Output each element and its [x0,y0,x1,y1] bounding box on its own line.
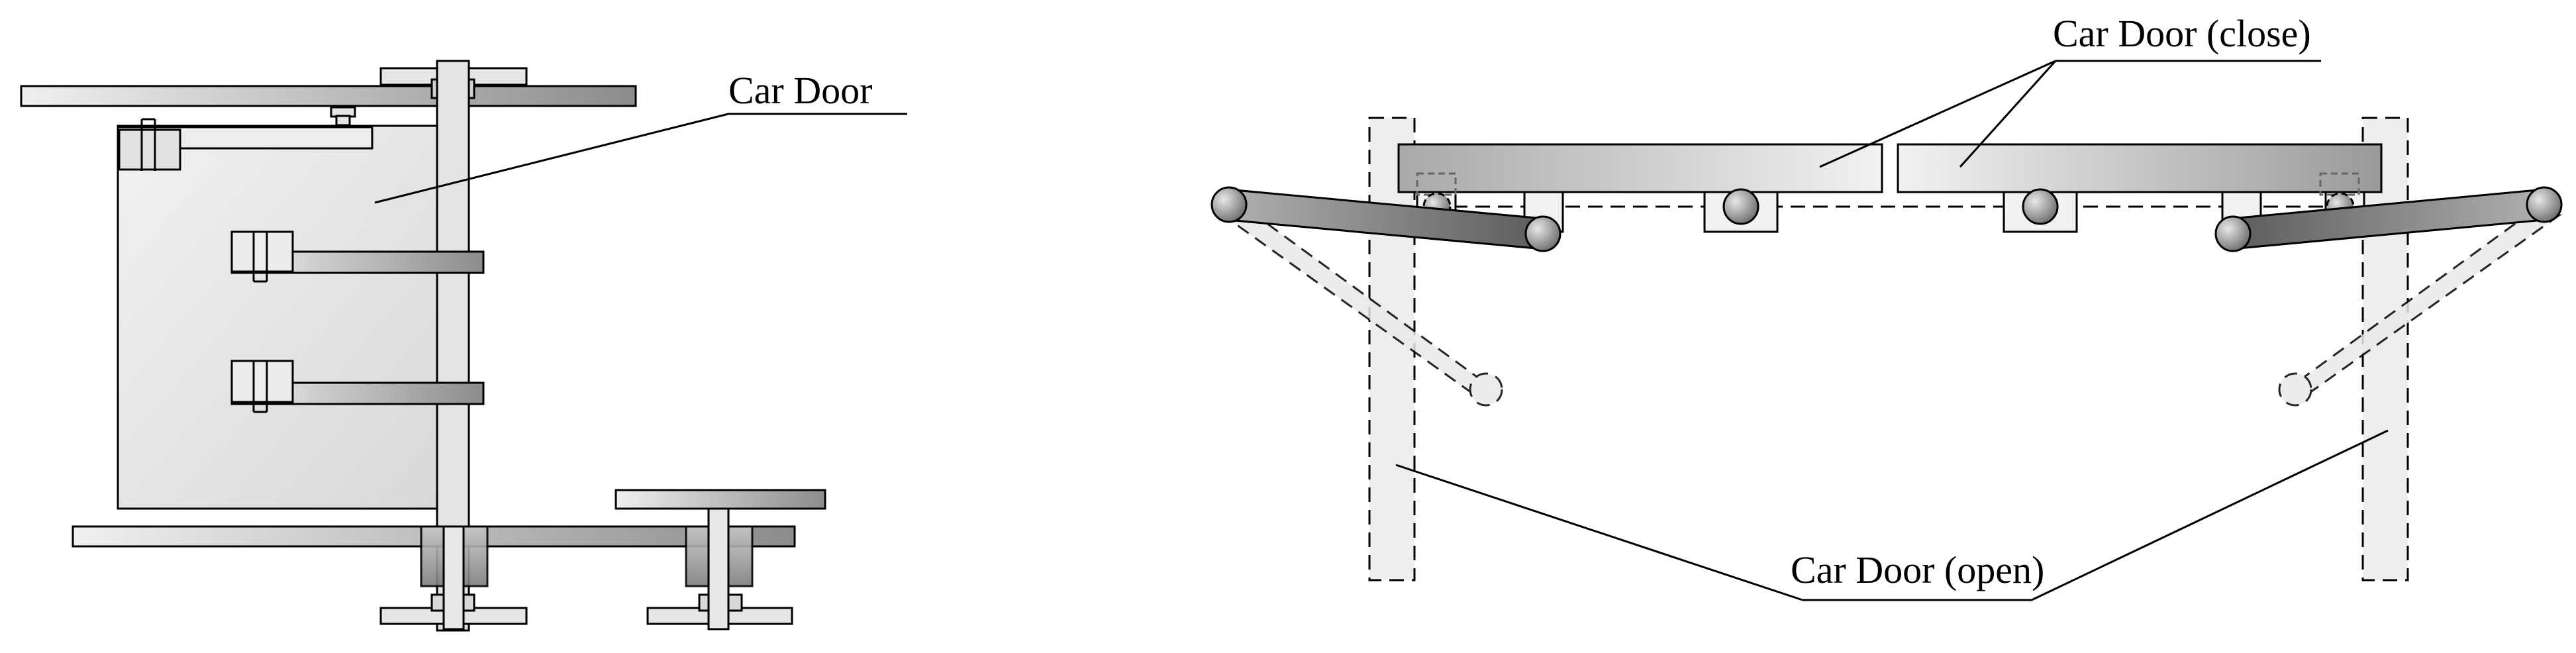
roller-center-left [1722,188,1759,225]
lower-arm-block [230,360,294,403]
right-closed-door [1897,143,2383,193]
car-door-close-label: Car Door (close) [2053,12,2311,55]
top-stub-base [335,115,351,126]
car-door-leader-diag [374,113,729,204]
left-arm-pivot [1211,186,1248,223]
right-pulley-plate [615,489,826,510]
top-view-figure [1211,60,2563,601]
left-arm-end [1524,215,1561,252]
right-bottom-shaft [707,507,730,630]
open-leader-left [1395,464,1803,601]
open-leader-right [2031,429,2389,601]
left-arm-open-ghost [1220,197,1503,407]
header-hinge-block [118,128,181,171]
close-leader-left [1819,60,2056,168]
car-door-label: Car Door [728,69,872,112]
right-arm-end [2214,215,2252,252]
upper-arm-block [230,230,294,273]
right-arm-open-ghost [2278,197,2562,407]
left-closed-door [1397,143,1883,193]
car-door-panel [117,125,445,510]
close-leader-right [1959,60,2057,168]
car-door-open-label: Car Door (open) [1791,548,2044,591]
top-plate [20,85,637,107]
roller-center-right [2022,188,2059,225]
left-open-door [1368,117,1416,581]
right-arm-pivot [2526,186,2563,223]
left-bottom-shaft [442,525,465,630]
side-view-figure [20,60,907,632]
